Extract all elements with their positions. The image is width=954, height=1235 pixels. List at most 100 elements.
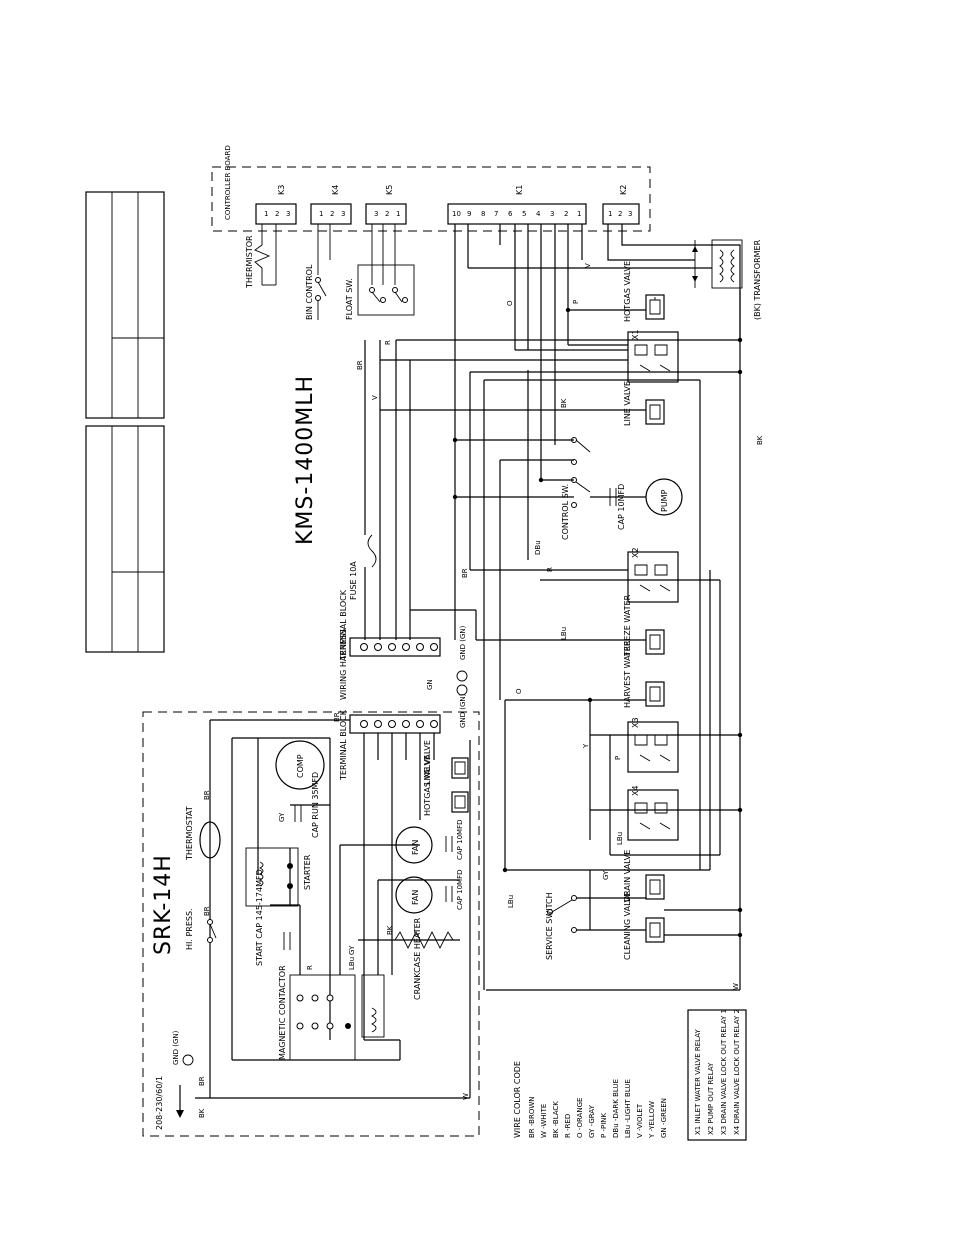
hotgas-valve-label: HOTGAS VALVE: [623, 261, 632, 322]
float-switch: FLOAT SW.: [345, 224, 415, 320]
pin-label: 1: [608, 210, 612, 218]
terminal-block-upper-label: TERMINAL BLOCK: [339, 589, 348, 661]
wire-tag: P: [572, 300, 580, 304]
drain-valve-label: DRAIN VALVE: [623, 850, 632, 902]
crankcase-heater-label: CRANKCASE HEATER: [413, 917, 422, 1000]
run-capacitor: CAP RUN 35MFD: [294, 772, 320, 838]
line-valve-label: LINE VALVE: [623, 381, 632, 426]
terminal-block-upper: TERMINAL BLOCK GND (GN): [339, 589, 467, 661]
wire-color-entry: Y -YELLOW: [648, 1101, 656, 1139]
wire-tag: BK: [756, 435, 764, 445]
connector-k2-label: K2: [619, 185, 628, 195]
wire-color-entry: GN -GREEN: [660, 1098, 668, 1138]
pin-label: 3: [286, 210, 290, 218]
wire-tags: BR R V BK O P V BK DBu R BR LBu O Y P LB…: [198, 263, 764, 1118]
pin-label: 1: [396, 210, 400, 218]
control-switch: CONTROL SW.: [561, 437, 591, 540]
thermostat-label: THERMOSTAT: [185, 806, 194, 861]
pin-label: 1: [319, 210, 323, 218]
wire-color-entry: V -VIOLET: [636, 1103, 644, 1138]
transformer-label: (BK) TRANSFORMER: [753, 239, 762, 320]
thermostat: THERMOSTAT: [185, 806, 221, 861]
compressor: COMP: [275, 740, 325, 790]
pin-label: 6: [508, 210, 513, 218]
line-valve-condenser-label: LINE VALVE: [423, 740, 432, 785]
contactor-coil: [361, 974, 385, 1038]
wire-tag: BR: [203, 790, 211, 800]
cap-run-label: CAP RUN 35MFD: [311, 772, 320, 838]
wire-tag: P: [614, 756, 622, 760]
wire-color-entry: GY -GRAY: [588, 1104, 596, 1138]
pin-label: 3: [550, 210, 554, 218]
fan-1-label: FAN: [411, 840, 420, 855]
wire-tag: V: [584, 263, 592, 268]
cleaning-valve: CLEANING VALVE: [623, 892, 665, 960]
connector-k5: K5 3 2 1: [365, 185, 407, 225]
pin-label: 2: [385, 210, 389, 218]
pin-label: 3: [341, 210, 345, 218]
connector-k3-label: K3: [277, 185, 286, 195]
connector-k5-label: K5: [385, 185, 394, 195]
relay-x4-label: X4: [631, 785, 640, 796]
pin-label: 10: [452, 210, 461, 218]
wiring-board: [364, 224, 741, 991]
wire-tag: GY: [278, 812, 286, 822]
gnd-label-upper: GND (GN): [459, 625, 467, 660]
starter-label: STARTER: [303, 854, 312, 890]
wire-tag: BK: [560, 398, 568, 408]
relay-x1-label: X1: [631, 329, 640, 340]
wire-tag: BK: [386, 925, 394, 935]
pin-label: 4: [536, 210, 541, 218]
wire-tag: BR: [461, 568, 469, 578]
relay-x3: X3: [627, 717, 679, 773]
fan-cap-1-label: CAP 10MFD: [456, 820, 464, 861]
connector-k1: K1 10 9 8 7 6 5 4 3 2 1: [447, 185, 587, 225]
hotgas-valve-condenser: HOTGAS VALVE: [423, 755, 469, 816]
wire-color-code: WIRE COLOR CODE BR -BROWN W -WHITE BK -B…: [513, 1061, 668, 1139]
fan-cap-2-label: CAP 10MFD: [456, 870, 464, 911]
pin-label: 5: [522, 210, 526, 218]
wire-tag: W: [462, 1093, 470, 1100]
power-label: 208-230/60/1: [155, 1076, 164, 1130]
wire-color-entry: O -ORANGE: [576, 1098, 584, 1138]
wire-tag: GY: [348, 945, 356, 955]
pin-label: 2: [330, 210, 334, 218]
revision-table: [85, 191, 165, 653]
drain-valve: DRAIN VALVE: [623, 850, 665, 902]
pump-label: PUMP: [660, 489, 669, 512]
wire-tag: GN: [426, 679, 434, 690]
wire-color-entry: BR -BROWN: [528, 1096, 536, 1138]
pin-label: 1: [264, 210, 268, 218]
hi-press-switch: HI. PRESS.: [185, 908, 217, 950]
gnd-label-lower: GND (GN): [459, 693, 467, 728]
start-capacitor: START CAP 145-174MFD: [255, 869, 291, 966]
wire-tag: Y: [582, 743, 590, 749]
wire-tag: O: [506, 300, 514, 306]
pin-label: 3: [374, 210, 378, 218]
junction-dots: [452, 307, 743, 938]
pin-label: 2: [275, 210, 279, 218]
pin-label: 7: [494, 210, 498, 218]
bin-control-label: BIN CONTROL: [305, 264, 314, 320]
crankcase-heater: CRANKCASE HEATER: [394, 917, 454, 1000]
relay-legend: X1 INLET WATER VALVE RELAY X2 PUMP OUT R…: [687, 1009, 747, 1141]
line-valve-board: LINE VALVE: [623, 381, 665, 426]
connector-k2: K2 1 2 3: [602, 185, 640, 225]
pin-label: 2: [564, 210, 568, 218]
model-title: KMS-1400MLH: [293, 375, 318, 545]
start-cap-label: START CAP 145-174MFD: [255, 869, 264, 966]
wire-tag: LBu: [560, 627, 568, 640]
terminal-block-lower-label: TERMINAL BLOCK: [339, 709, 348, 781]
relay-x1: X1: [627, 329, 679, 383]
pump-motor: PUMP CAP 10MFD: [609, 478, 683, 530]
connector-k3: K3 1 2 3: [255, 185, 297, 225]
controller-board-label: CONTROLLER BOARD: [224, 145, 232, 220]
power-input: 208-230/60/1 GND (GN): [155, 1030, 194, 1130]
bin-control: BIN CONTROL: [305, 224, 331, 320]
transformer: (BK) TRANSFORMER: [692, 239, 762, 320]
hotgas-valve-board: HOTGAS VALVE: [623, 261, 665, 322]
control-switch-label: CONTROL SW.: [561, 484, 570, 540]
wire-color-entry: DBu -DARK BLUE: [612, 1079, 620, 1138]
wire-tag: LBu: [507, 895, 515, 908]
